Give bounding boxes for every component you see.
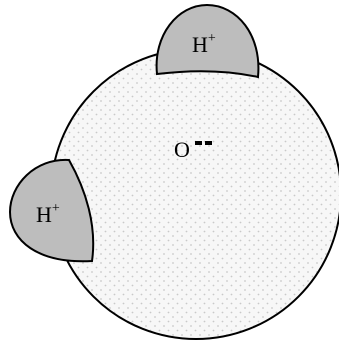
oxygen-atom <box>51 49 339 339</box>
hydrogen-left-charge: + <box>52 201 60 216</box>
oxygen-charge-dash-1 <box>195 141 202 145</box>
hydrogen-top-symbol: H <box>192 32 208 57</box>
oxygen-symbol: O <box>174 137 190 162</box>
oxygen-charge-dash-2 <box>205 141 212 145</box>
hydrogen-left-symbol: H <box>36 202 52 227</box>
hydrogen-top-charge: + <box>208 31 216 46</box>
